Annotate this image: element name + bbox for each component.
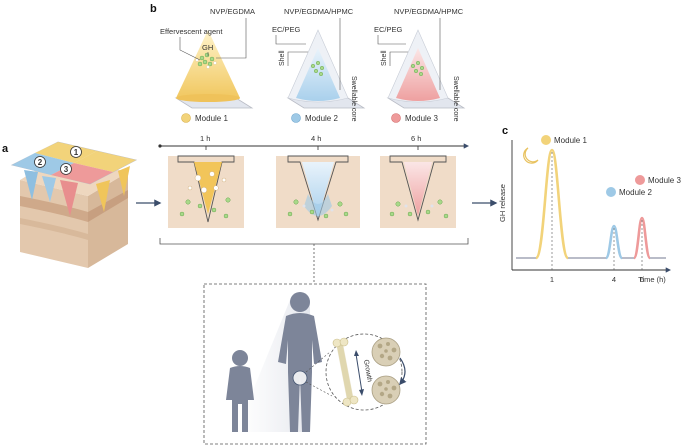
patch-number-1-text: 1 — [74, 148, 79, 157]
module-1-label-gh: GH — [202, 43, 213, 52]
bone-icon — [332, 337, 359, 407]
time-label-4h: 4 h — [311, 134, 321, 143]
module-3-cone — [386, 29, 466, 109]
chart-ylabel: GH release — [498, 184, 507, 222]
module-3-legend-dot — [391, 113, 401, 123]
panel-label-a: a — [2, 143, 9, 155]
skin-box-1 — [168, 155, 244, 228]
child-silhouette — [226, 350, 254, 432]
module-2-leader-shell — [287, 51, 308, 66]
knee-highlight — [292, 370, 308, 386]
chart-legend-module-2: Module 2 — [619, 188, 652, 197]
panel-label-b: b — [150, 3, 157, 15]
module-1-name: Module 1 — [195, 114, 228, 123]
module-1-leader-top — [216, 18, 247, 59]
patch-number-1: 1 — [70, 146, 82, 158]
patch-number-3-text: 3 — [64, 165, 69, 174]
module-2-label-shell: Shell — [279, 50, 286, 66]
release-curve-module-1 — [534, 148, 570, 260]
chart-tick-1: 1 — [550, 275, 554, 284]
growth-label: Growth — [362, 359, 373, 383]
module-3-top-label: NVP/EGDMA/HPMC — [394, 7, 464, 16]
module-3-leader-ecpeg — [377, 35, 406, 45]
release-curve-module-2 — [604, 224, 624, 260]
chart-tick-6: 6 — [640, 275, 644, 284]
panel-label-c: c — [502, 125, 508, 137]
zoom-leader-top — [305, 351, 331, 373]
bone-texture-top — [371, 337, 401, 367]
release-chart: GH release Time (h) 1 4 6 Module 1 Modul… — [498, 135, 681, 284]
patch-number-3: 3 — [60, 163, 72, 175]
module-1-leader-eff — [179, 37, 201, 61]
module-2-legend-dot — [291, 113, 301, 123]
growth-box — [203, 283, 427, 445]
module-3-label-shell: Shell — [381, 50, 388, 66]
patch-number-2: 2 — [34, 156, 46, 168]
chart-legend-module-3: Module 3 — [648, 176, 681, 185]
module-1-top-label: NVP/EGDMA — [210, 7, 255, 16]
module-3-label-core: Swellable core — [452, 76, 459, 122]
moon-icon — [523, 147, 539, 164]
module-2-label-core: Swellable core — [350, 76, 357, 122]
zoom-leader-bottom — [305, 381, 333, 397]
module-3-label-ecpeg: EC/PEG — [374, 25, 403, 34]
module-3-leader-shell — [389, 51, 408, 66]
chart-tick-4: 4 — [612, 275, 616, 284]
timeline — [158, 143, 470, 150]
chart-legend-dot-1 — [541, 135, 551, 145]
growth-arrow — [354, 350, 364, 396]
module-2-cone — [286, 29, 366, 109]
module-1-cone — [174, 30, 254, 109]
module-1-label-effervescent: Effervescent agent — [160, 27, 223, 36]
patch-number-2-text: 2 — [38, 158, 43, 167]
time-label-1h: 1 h — [200, 134, 210, 143]
skin-box-3 — [380, 155, 456, 228]
bone-texture-bottom — [371, 375, 401, 405]
skin-box-2 — [276, 155, 360, 228]
chart-legend-module-1: Module 1 — [554, 136, 587, 145]
module-2-name: Module 2 — [305, 114, 338, 123]
module-2-leader-ecpeg — [275, 35, 306, 45]
chart-legend-dot-2 — [606, 187, 616, 197]
module-2-label-ecpeg: EC/PEG — [272, 25, 301, 34]
time-label-6h: 6 h — [411, 134, 421, 143]
chart-xlabel: Time (h) — [638, 275, 666, 284]
chart-legend-dot-3 — [635, 175, 645, 185]
cycle-arrow-icon — [399, 357, 407, 386]
module-3-name: Module 3 — [405, 114, 438, 123]
release-curve-module-3 — [632, 216, 652, 260]
module-1-legend-dot — [181, 113, 191, 123]
bracket — [159, 238, 469, 245]
module-2-top-label: NVP/EGDMA/HPMC — [284, 7, 354, 16]
